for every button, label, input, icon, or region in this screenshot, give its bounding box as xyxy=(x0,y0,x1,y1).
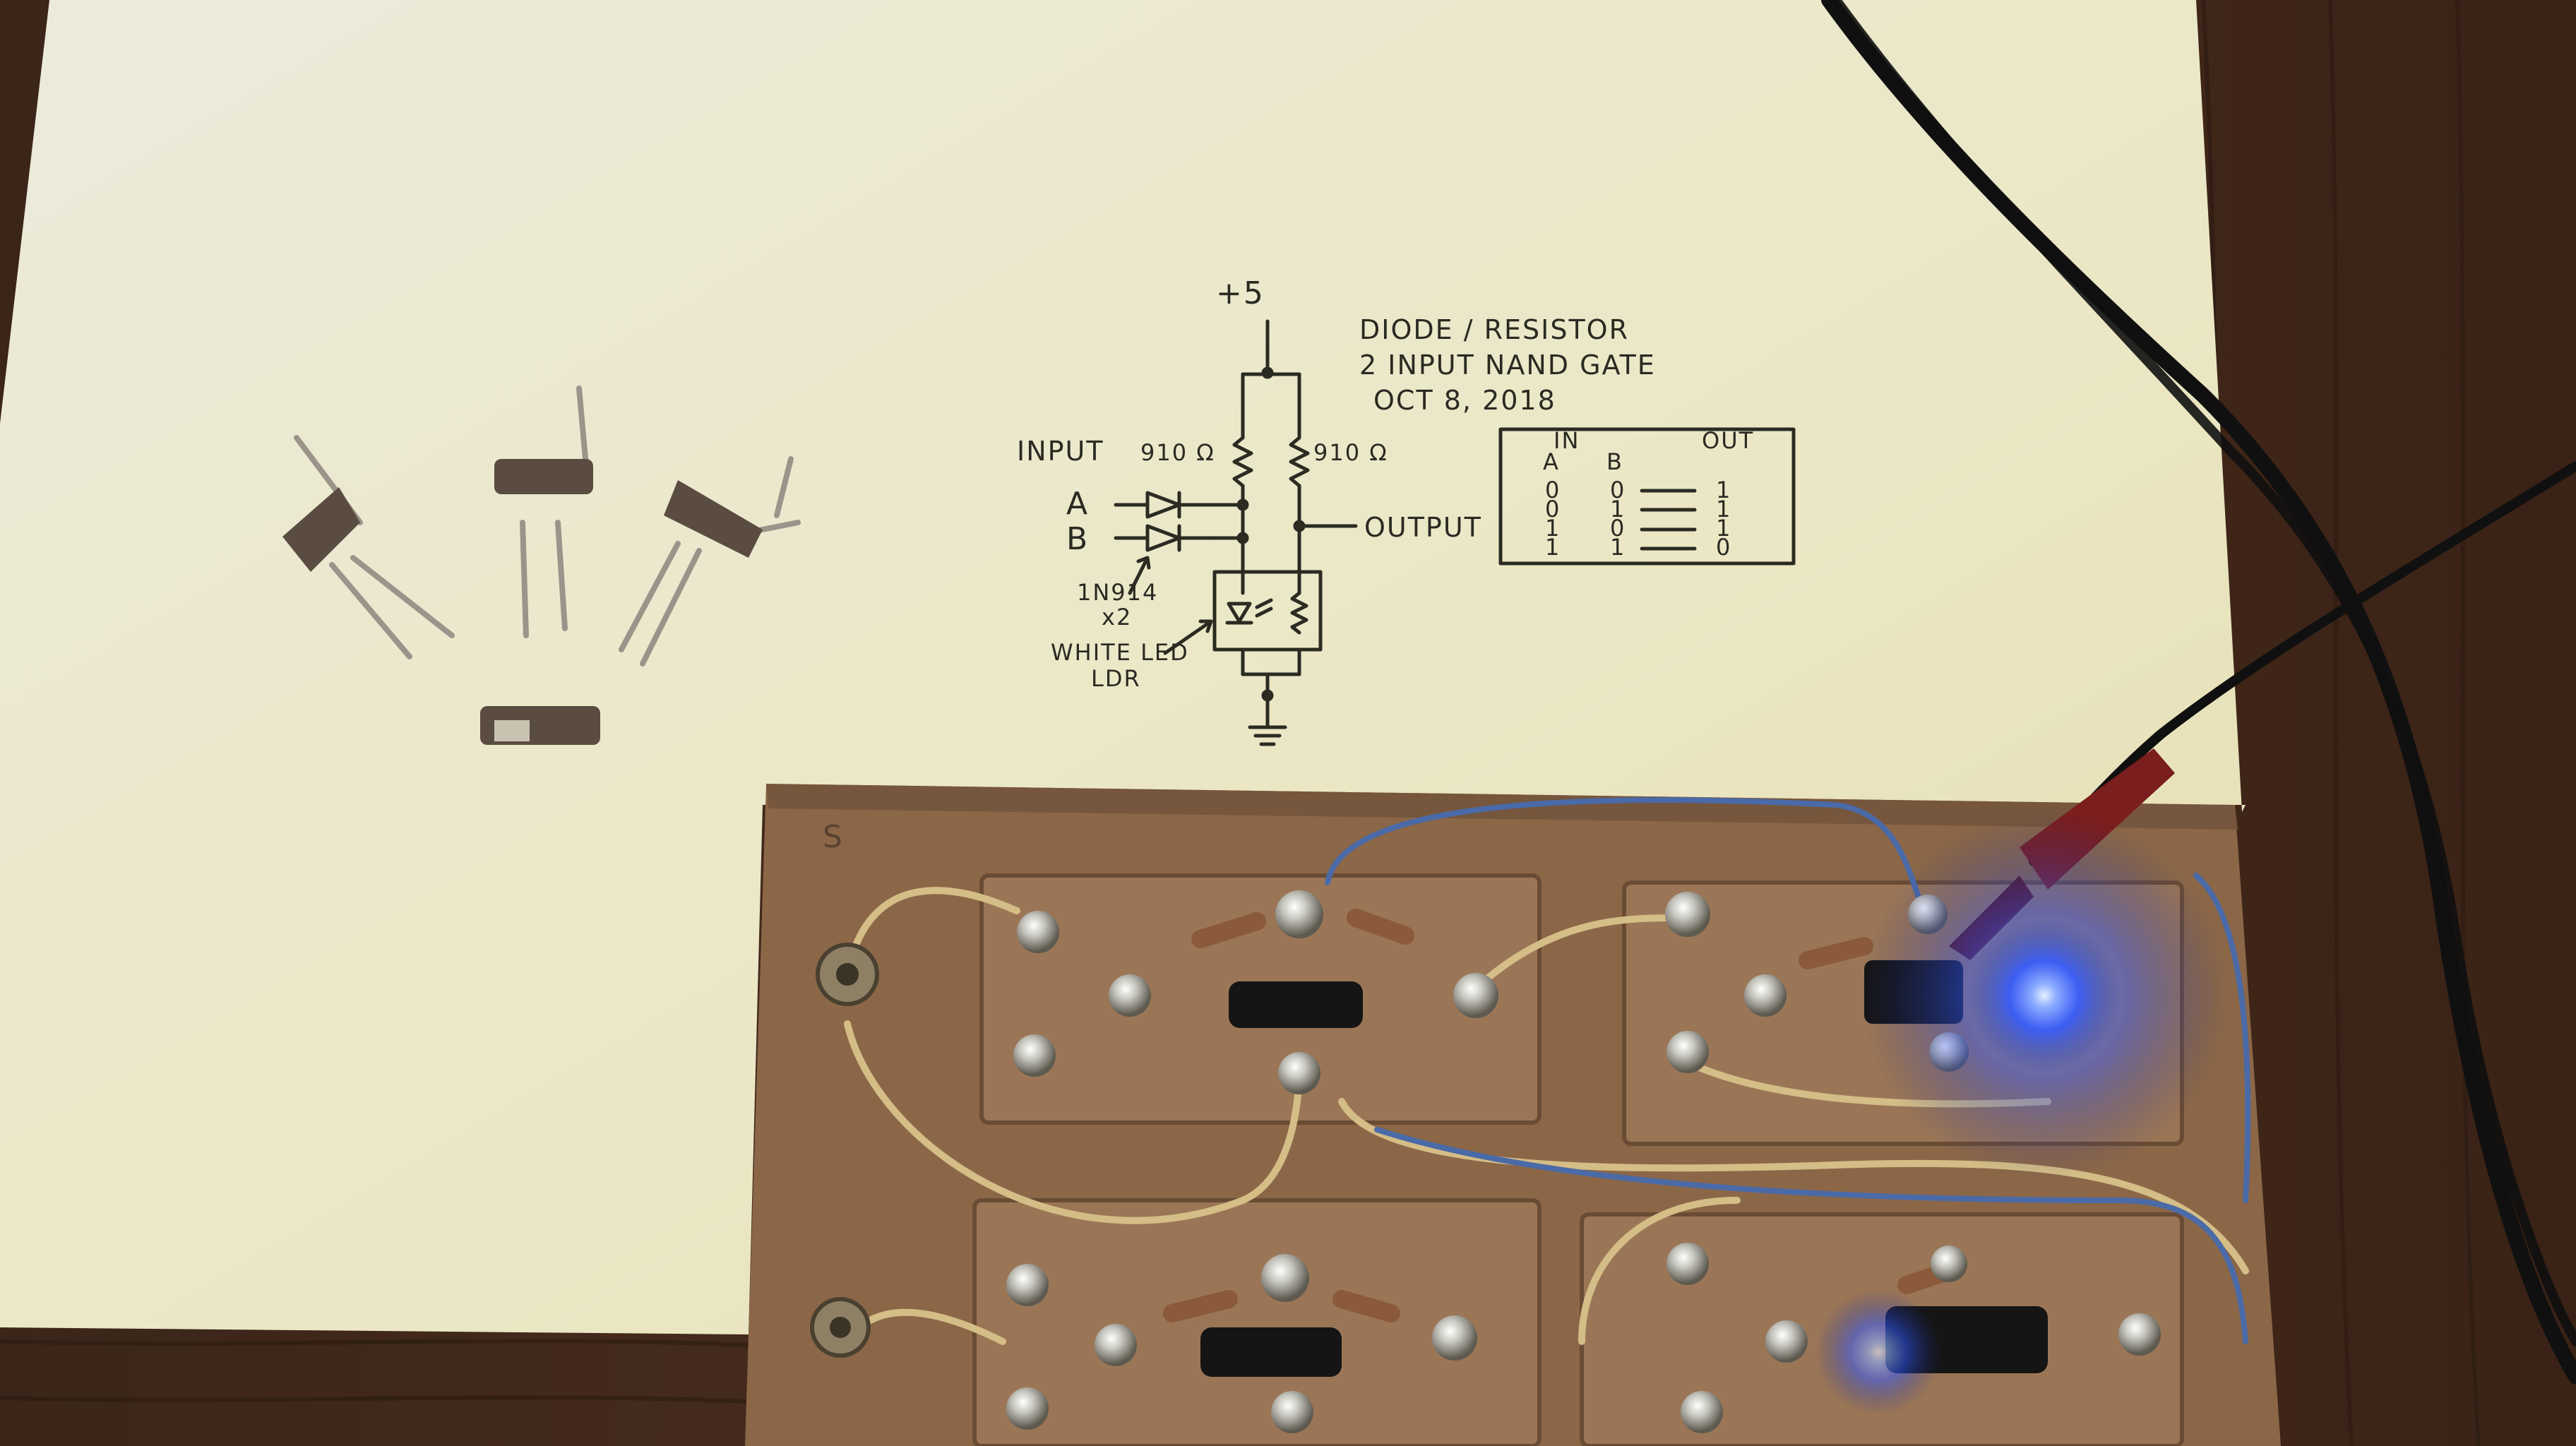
table-row-4-out: 0 xyxy=(1716,534,1732,561)
table-header-out: OUT xyxy=(1702,427,1755,454)
input-label: INPUT xyxy=(1017,436,1104,467)
table-row-2-a: 0 xyxy=(1545,496,1561,522)
resistor-2-value: 910 Ω xyxy=(1313,439,1388,466)
table-row-1-b: 0 xyxy=(1610,477,1626,503)
opto-label-line2: LDR xyxy=(1091,665,1141,692)
diode-qty-label: x2 xyxy=(1102,604,1133,631)
note-title-line2: 2 INPUT NAND GATE xyxy=(1359,349,1656,381)
schematic-drawing xyxy=(1114,319,1796,746)
resistors xyxy=(1163,909,1958,1322)
loose-components xyxy=(282,386,801,745)
note-date: OCT 8, 2018 xyxy=(1373,385,1556,416)
input-b-label: B xyxy=(1066,521,1090,557)
supply-label: +5 xyxy=(1216,275,1265,311)
paper-sheet xyxy=(0,0,2246,1334)
table-row-4-b: 1 xyxy=(1610,534,1626,561)
table-row-2-b: 1 xyxy=(1610,496,1626,522)
resistor-1-value: 910 Ω xyxy=(1140,439,1215,466)
table-header-b: B xyxy=(1606,448,1623,475)
table-row-1-out: 1 xyxy=(1716,477,1732,503)
output-label: OUTPUT xyxy=(1364,512,1482,543)
board-corner-mark: S xyxy=(823,819,844,855)
diode-part-label: 1N914 xyxy=(1077,579,1159,606)
table-row-3-b: 0 xyxy=(1610,515,1626,542)
note-title-line1: DIODE / RESISTOR xyxy=(1359,314,1629,345)
table-row-3-a: 1 xyxy=(1545,515,1561,542)
opto-label-line1: WHITE LED xyxy=(1051,639,1189,666)
input-a-label: A xyxy=(1066,486,1090,522)
table-row-3-out: 1 xyxy=(1716,515,1732,542)
table-header-a: A xyxy=(1543,448,1560,475)
table-row-1-a: 0 xyxy=(1545,477,1561,503)
blue-led-glow xyxy=(1815,812,2228,1416)
table-row-2-out: 1 xyxy=(1716,496,1732,522)
table-row-4-a: 1 xyxy=(1545,534,1561,561)
jumper-wires xyxy=(844,797,2251,1345)
terminal-posts xyxy=(810,943,879,1358)
table-header-in: IN xyxy=(1554,427,1580,454)
